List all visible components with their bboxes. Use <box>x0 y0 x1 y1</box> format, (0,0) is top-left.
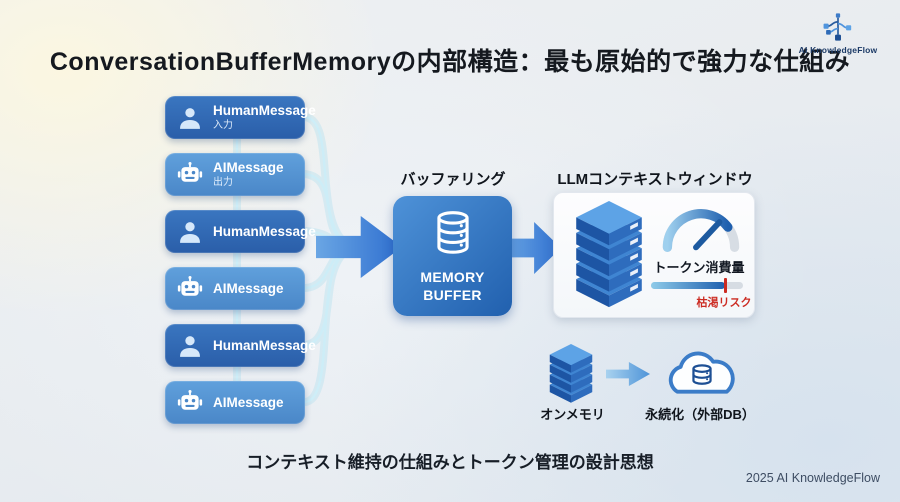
message-box-ai-3: AIMessage <box>165 381 305 424</box>
footer-credit: 2025 AI KnowledgeFlow <box>745 471 880 485</box>
message-box-ai-1: AIMessage 出力 <box>165 153 305 196</box>
persist-label: 永続化（外部DB） <box>645 407 755 422</box>
token-usage-label: トークン消費量 <box>653 260 745 275</box>
message-label: AIMessage <box>213 160 284 176</box>
caption: コンテキスト維持の仕組みとトークン管理の設計思想 <box>246 453 654 472</box>
message-box-human-2: HumanMessage <box>165 210 316 253</box>
context-window-panel: トークン消費量 枯渇リスク <box>553 192 755 318</box>
flow-lines <box>233 98 349 422</box>
robot-icon <box>176 275 204 303</box>
external-db-cloud-icon <box>655 340 749 409</box>
message-label: HumanMessage <box>213 103 316 119</box>
brand-name: AI KnowledgeFlow <box>798 45 878 55</box>
onmemory-stack-icon <box>544 344 598 409</box>
buffer-label-line1: MEMORY <box>420 269 485 285</box>
token-usage-bar <box>651 278 743 293</box>
page-title: ConversationBufferMemoryの内部構造：最も原始的で強力な仕… <box>49 48 851 76</box>
message-label: HumanMessage <box>213 337 316 353</box>
gauge-icon <box>659 203 743 258</box>
message-sublabel: 入力 <box>213 120 233 131</box>
brand-logo: AI KnowledgeFlow <box>792 11 884 55</box>
memory-buffer-box: MEMORY BUFFER <box>393 196 512 316</box>
message-sublabel: 出力 <box>213 177 233 188</box>
person-icon <box>176 218 204 246</box>
context-window-label: LLMコンテキストウィンドウ <box>557 171 753 188</box>
robot-icon <box>176 161 204 189</box>
message-box-ai-2: AIMessage <box>165 267 305 310</box>
robot-icon <box>176 389 204 417</box>
risk-label: 枯渇リスク <box>696 297 752 309</box>
message-label: AIMessage <box>213 394 284 410</box>
person-icon <box>176 332 204 360</box>
token-usage-fill <box>651 282 725 289</box>
message-box-human-1: HumanMessage 入力 <box>165 96 316 139</box>
buffering-label: バッファリング <box>400 171 506 188</box>
arrow-memory-to-persist <box>606 362 650 386</box>
risk-threshold-tick <box>723 278 727 293</box>
database-icon <box>428 208 478 263</box>
message-box-human-3: HumanMessage <box>165 324 316 367</box>
person-icon <box>176 104 204 132</box>
onmemory-label: オンメモリ <box>540 407 605 422</box>
message-label: AIMessage <box>213 280 284 296</box>
message-label: HumanMessage <box>213 223 316 239</box>
knowledge-flow-icon <box>792 11 884 43</box>
buffer-label-line2: BUFFER <box>423 286 482 303</box>
layer-stack-icon <box>567 201 651 314</box>
